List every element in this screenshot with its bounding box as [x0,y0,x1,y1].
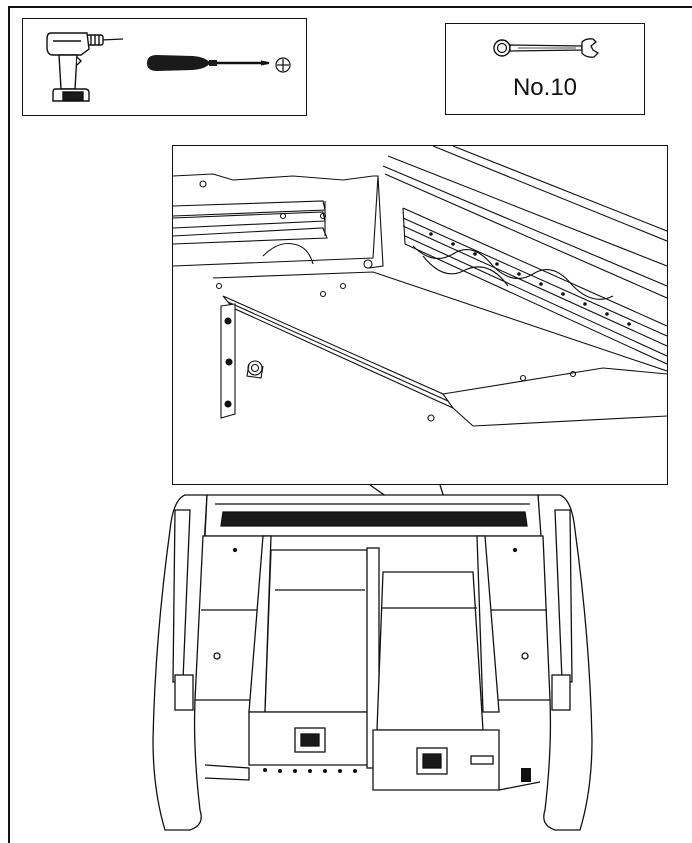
tools-panel [22,18,307,116]
tools-illustration [46,32,291,102]
cordless-drill-icon [46,32,124,102]
detail-zoom-view [172,145,668,485]
phillips-screwdriver-icon [147,55,291,73]
wrench-size-label: No.10 [512,74,578,101]
truck-bed-drawer-illustration [152,494,593,831]
combination-wrench-icon [493,38,600,58]
wrench-panel: No.10 [445,23,645,115]
page-frame [8,6,692,843]
side-panel-detail-drawing [173,146,667,427]
